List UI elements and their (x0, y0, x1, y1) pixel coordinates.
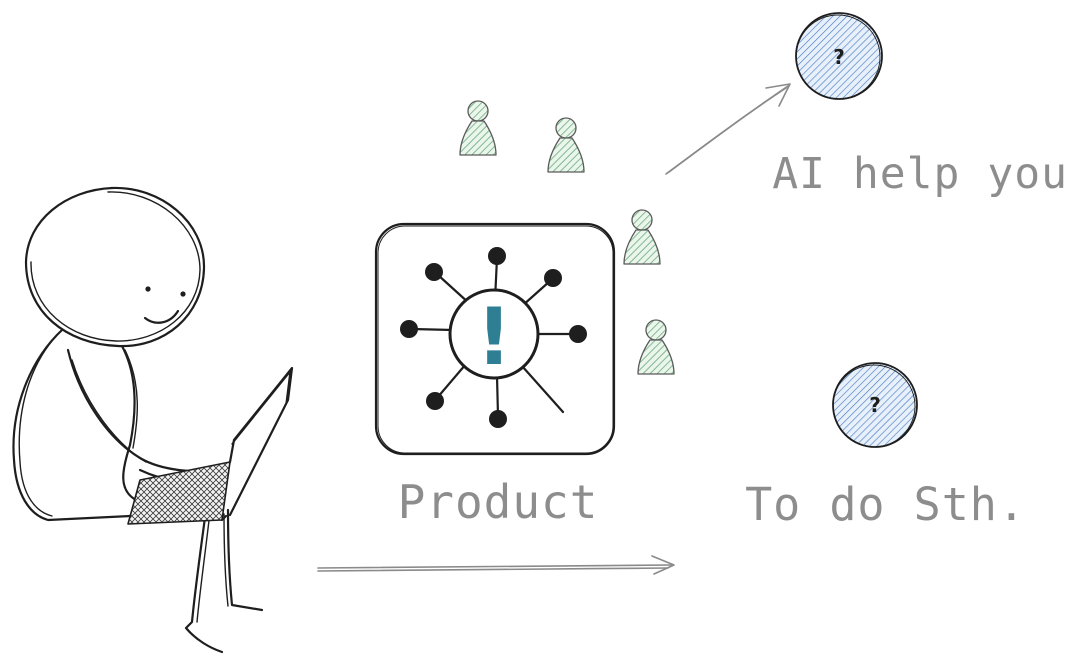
ai-help-label: AI help you (772, 149, 1068, 199)
pawn-icon (623, 209, 661, 265)
pawn-icon (459, 100, 497, 156)
question-mark-icon: ? (869, 393, 881, 417)
person-head (24, 186, 206, 348)
person-with-laptop (12, 186, 294, 654)
arrow-to-todo (317, 555, 675, 575)
question-mark-icon: ? (833, 45, 845, 69)
pawn-icon (637, 319, 675, 375)
product-label: Product (398, 475, 599, 529)
laptop-icon (127, 366, 294, 525)
question-node-ai: ? (795, 12, 883, 100)
exclamation-mark: ! (476, 293, 512, 383)
person-body (12, 328, 264, 654)
question-node-todo: ? (832, 362, 918, 448)
arrow-to-ai (665, 83, 791, 175)
todo-label: To do Sth. (745, 478, 1026, 531)
pawn-icon (547, 117, 585, 173)
network-hub-icon: ! (400, 247, 587, 428)
user-pawns (459, 100, 675, 375)
